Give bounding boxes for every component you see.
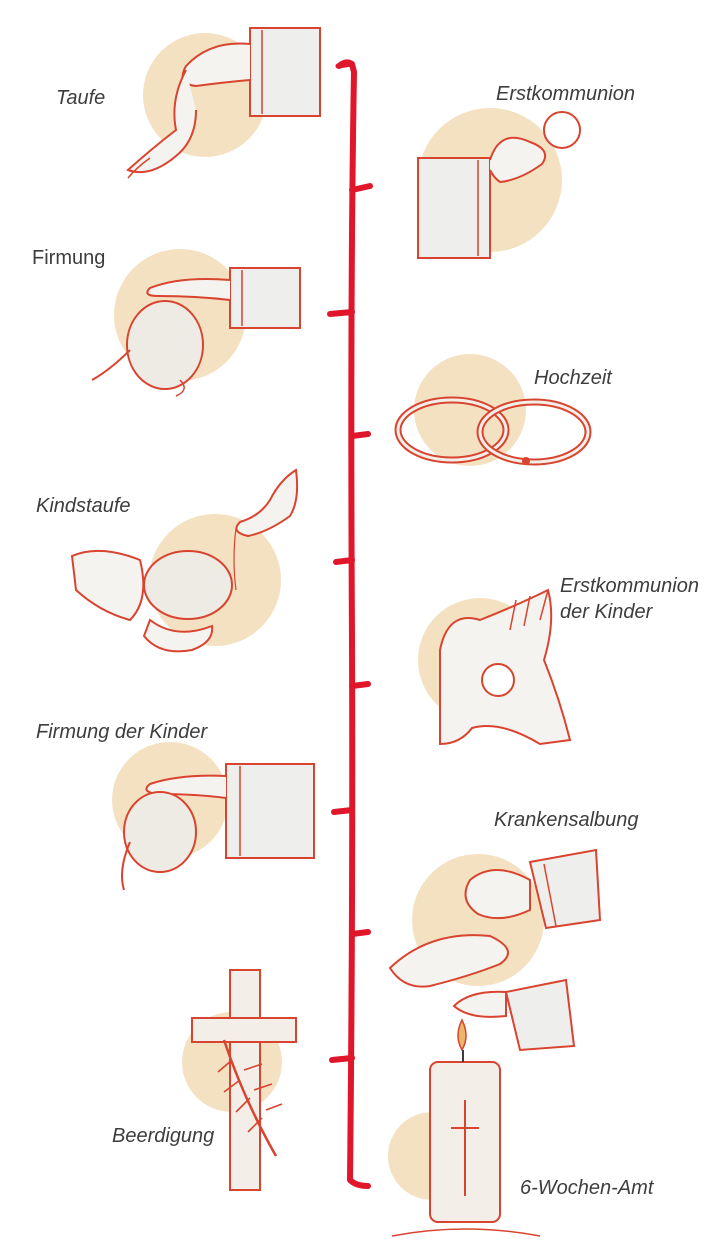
cross-palm-icon: [182, 970, 296, 1190]
confirmation-blessing-icon: [92, 249, 300, 396]
label-taufe: Taufe: [56, 86, 105, 110]
label-kindstaufe: Kindstaufe: [36, 494, 131, 518]
timeline-spine: [330, 62, 370, 1186]
label-erstkommunion: Erstkommunion: [496, 82, 635, 106]
label-hochzeit: Hochzeit: [534, 366, 612, 390]
baptism-hand-icon: [128, 28, 320, 178]
candle-icon: [388, 1020, 540, 1236]
host-offering-hand-icon: [418, 108, 580, 258]
label-firmung: Firmung: [32, 246, 105, 270]
label-6-wochen-amt: 6-Wochen-Amt: [520, 1176, 653, 1200]
label-beerdigung: Beerdigung: [112, 1124, 214, 1148]
anointing-hands-icon: [390, 850, 600, 1050]
label-erstkommunion-der-kinder-line2: der Kinder: [560, 600, 652, 624]
receiving-host-hands-icon: [418, 590, 570, 744]
label-krankensalbung: Krankensalbung: [494, 808, 639, 832]
label-erstkommunion-der-kinder-line1: Erstkommunion: [560, 574, 699, 598]
label-firmung-der-kinder: Firmung der Kinder: [36, 720, 207, 744]
children-confirmation-icon: [112, 742, 314, 890]
